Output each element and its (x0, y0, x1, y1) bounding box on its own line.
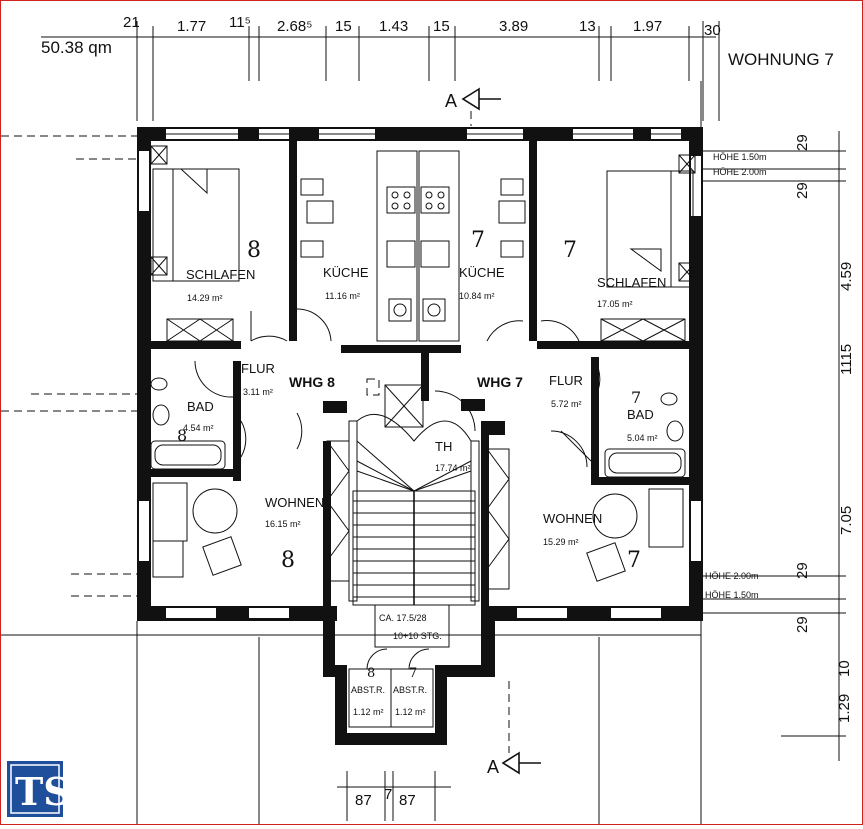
room-mark-bad-8: 8 (177, 426, 187, 445)
dim-top-11: 30 (704, 22, 721, 39)
dim-bottom-1: 87 (355, 792, 372, 809)
room-name-schlafen-8: SCHLAFEN (186, 267, 255, 282)
dim-right-6: 29 (794, 562, 811, 579)
dim-top-2: 1.77 (177, 18, 206, 35)
apartment-label-left: WHG 8 (289, 374, 335, 390)
dim-right-4: 1115 (838, 344, 855, 375)
company-logo: TS (7, 761, 71, 817)
top-dimension-chain: 21 1.77 11⁵ 2.68⁵ 15 1.43 15 3.89 13 1.9… (41, 14, 721, 121)
dim-right-3: 4.59 (838, 262, 855, 291)
dim-right-2: 29 (794, 182, 811, 199)
room-area-abstr-8: 1.12 m² (353, 707, 384, 717)
room-area-wohnen-8: 16.15 m² (265, 519, 301, 529)
room-name-schlafen-7: SCHLAFEN (597, 275, 666, 290)
right-dimension-chain: 29 29 4.59 1115 7.05 29 29 10 1.29 (701, 131, 855, 761)
furniture (150, 145, 696, 582)
room-area-kuche-8: 11.16 m² (325, 291, 360, 301)
room-mark-abstr-8: 8 (367, 666, 375, 681)
area-total: 50.38 qm (41, 38, 112, 57)
logo-letters: TS (15, 769, 71, 814)
room-area-schlafen-7: 17.05 m² (597, 299, 633, 309)
dim-bottom-2: 7 (384, 786, 392, 803)
room-area-flur-8: 3.11 m² (243, 387, 273, 397)
room-area-schlafen-8: 14.29 m² (187, 293, 223, 303)
staircase: CA. 17.5/28 10+10 STG. (326, 378, 510, 728)
dim-top-10: 1.97 (633, 18, 662, 35)
dim-top-3: 11⁵ (229, 14, 251, 31)
room-area-kuche-7: 10.84 m² (459, 291, 495, 301)
room-name-flur-8: FLUR (241, 361, 275, 376)
section-mark-bottom: A (487, 757, 499, 777)
room-name-wohnen-7: WOHNEN (543, 511, 602, 526)
room-name-bad-8: BAD (187, 399, 214, 414)
room-labels: SCHLAFEN 14.29 m² 8 KÜCHE 11.16 m² KÜCHE… (177, 228, 666, 717)
window-height-bottom-2: HÖHE 1.50m (705, 590, 759, 600)
room-area-bad-7: 5.04 m² (627, 433, 658, 443)
room-mark-kuche-7: 7 (471, 228, 485, 253)
room-mark-wohnen-7: 7 (627, 548, 641, 573)
doors (194, 308, 601, 468)
dim-top-7: 15 (433, 18, 450, 35)
dim-top-4: 2.68⁵ (277, 18, 312, 35)
room-name-abstr-8: ABST.R. (351, 685, 385, 695)
walls (137, 127, 703, 745)
room-area-bad-8: 4.54 m² (183, 423, 214, 433)
dim-right-5: 7.05 (838, 506, 855, 535)
dim-right-8: 10 (836, 660, 853, 677)
dim-right-1: 29 (794, 134, 811, 151)
room-area-th: 17.74 m² (435, 463, 471, 473)
room-mark-wohnen-8: 8 (281, 548, 295, 573)
room-name-flur-7: FLUR (549, 373, 583, 388)
room-area-flur-7: 5.72 m² (551, 399, 582, 409)
dim-right-9: 1.29 (836, 694, 853, 723)
room-name-kuche-8: KÜCHE (323, 265, 369, 280)
dim-top-1: 21 (123, 14, 140, 31)
bottom-dimension-chain: 87 7 87 (337, 771, 451, 821)
room-name-bad-7: BAD (627, 407, 654, 422)
room-mark-bad-7: 7 (631, 388, 641, 407)
dim-top-9: 13 (579, 18, 596, 35)
room-area-abstr-7: 1.12 m² (395, 707, 426, 717)
apartment-label-right: WHG 7 (477, 374, 523, 390)
window-height-top-1: HÖHE 1.50m (713, 152, 767, 162)
window-height-top-2: HÖHE 2.00m (713, 167, 767, 177)
stair-note-line1: CA. 17.5/28 (379, 613, 427, 623)
dim-bottom-3: 87 (399, 792, 416, 809)
window-height-bottom-1: HÖHE 2.00m (705, 571, 759, 581)
dim-top-8: 3.89 (499, 18, 528, 35)
room-mark-schlafen-8: 8 (247, 238, 261, 263)
room-area-wohnen-7: 15.29 m² (543, 537, 579, 547)
dim-top-5: 15 (335, 18, 352, 35)
room-name-wohnen-8: WOHNEN (265, 495, 324, 510)
unit-title: WOHNUNG 7 (728, 50, 834, 69)
room-name-th: TH (435, 439, 452, 454)
room-name-abstr-7: ABST.R. (393, 685, 427, 695)
dim-right-7: 29 (794, 616, 811, 633)
section-mark-top: A (445, 91, 457, 111)
section-marks: A A (445, 87, 541, 777)
room-mark-abstr-7: 7 (409, 666, 417, 681)
stair-note-line2: 10+10 STG. (393, 631, 442, 641)
dim-top-6: 1.43 (379, 18, 408, 35)
room-name-kuche-7: KÜCHE (459, 265, 505, 280)
room-mark-schlafen-7: 7 (563, 238, 577, 263)
guide-lines (1, 81, 702, 826)
